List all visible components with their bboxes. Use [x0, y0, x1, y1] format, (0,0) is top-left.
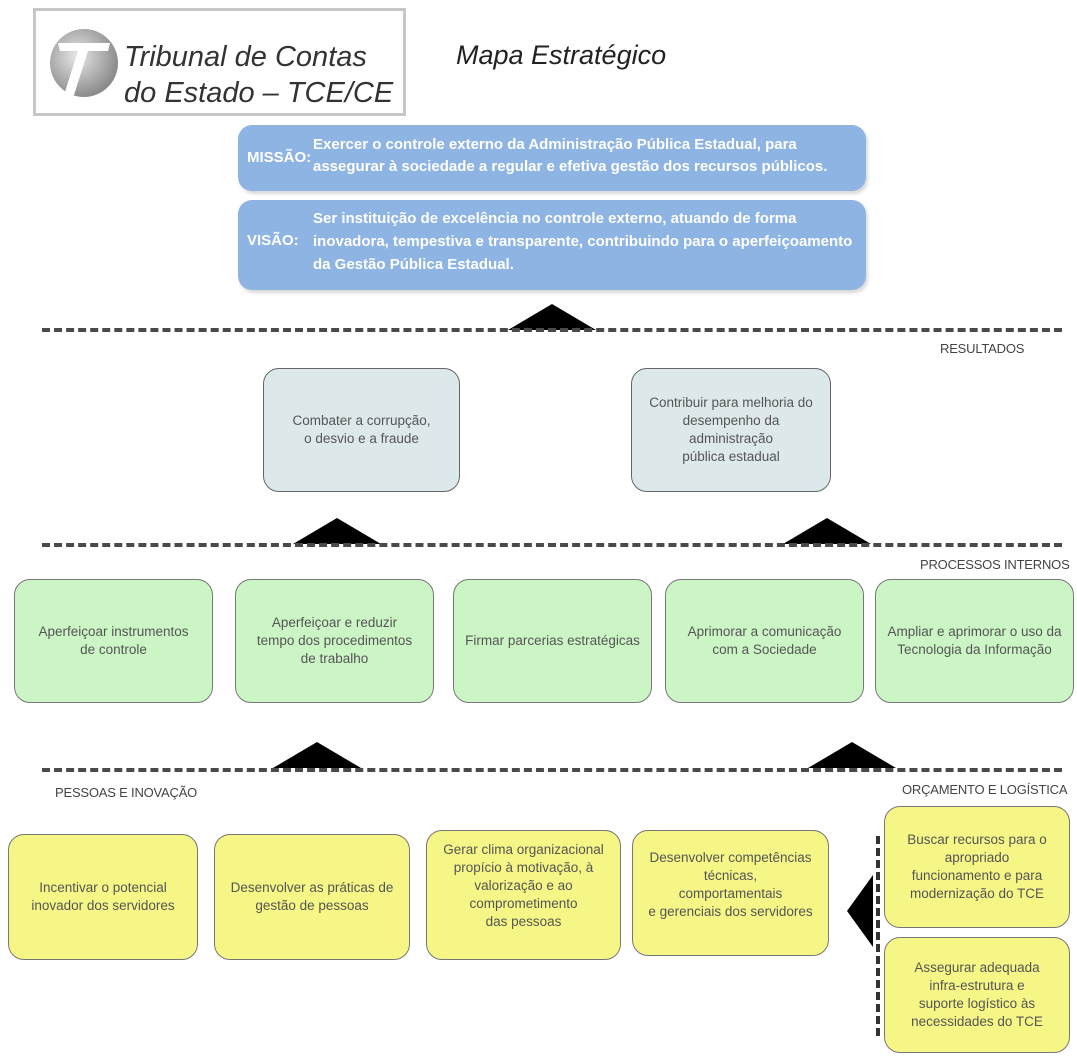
divider-resultados [42, 328, 1062, 332]
up-arrow-icon [783, 518, 871, 544]
budget-box-2: Assegurar adequada infra-estrutura e sup… [884, 937, 1070, 1053]
up-arrow-icon [273, 742, 361, 768]
page-title: Mapa Estratégico [456, 40, 667, 70]
process-box-5: Ampliar e aprimorar o uso da Tecnologia … [875, 579, 1074, 703]
process-box-3: Firmar parcerias estratégicas [453, 579, 652, 703]
result-box-1: Combater a corrupção, o desvio e a fraud… [263, 368, 460, 492]
tce-logo-icon [50, 29, 118, 97]
process-box-2: Aperfeiçoar e reduzir tempo dos procedim… [235, 579, 434, 703]
section-label-processos: PROCESSOS INTERNOS [920, 557, 1070, 572]
people-box-2: Desenvolver as práticas de gestão de pes… [214, 834, 410, 960]
divider-processos [42, 543, 1062, 547]
process-box-1: Aperfeiçoar instrumentos de controle [14, 579, 213, 703]
people-box-4: Desenvolver competências técnicas, compo… [632, 830, 829, 956]
up-arrow-icon [508, 304, 596, 330]
vision-band: VISÃO: Ser instituição de excelência no … [238, 200, 866, 290]
mission-text-line2: assegurar à sociedade a regular e efetiv… [313, 158, 828, 175]
budget-box-1: Buscar recursos para o apropriado funcio… [884, 806, 1070, 928]
people-box-3: Gerar clima organizacional propício à mo… [426, 830, 621, 960]
section-label-orcamento: ORÇAMENTO E LOGÍSTICA [902, 782, 1068, 797]
divider-pessoas [42, 768, 1062, 772]
vision-text-line2: inovadora, tempestiva e transparente, co… [313, 233, 853, 250]
logo-line1: Tribunal de Contas [124, 41, 367, 73]
mission-text-line1: Exercer o controle externo da Administra… [313, 136, 797, 153]
vision-text-line1: Ser instituição de excelência no control… [313, 210, 797, 227]
up-arrow-icon [808, 742, 896, 768]
logo-line2: do Estado – TCE/CE [124, 77, 394, 109]
logo-box: Tribunal de Contas do Estado – TCE/CE [33, 8, 406, 116]
section-label-pessoas: PESSOAS E INOVAÇÃO [55, 785, 198, 800]
mission-label: MISSÃO: [247, 149, 312, 166]
process-box-4: Aprimorar a comunicação com a Sociedade [665, 579, 864, 703]
left-arrow-icon [847, 875, 873, 947]
people-box-1: Incentivar o potencial inovador dos serv… [8, 834, 198, 960]
result-box-2: Contribuir para melhoria do desempenho d… [631, 368, 831, 492]
divider-orcamento [876, 836, 880, 1036]
section-label-resultados: RESULTADOS [940, 341, 1025, 356]
vision-label: VISÃO: [247, 232, 299, 249]
mission-band: MISSÃO: Exercer o controle externo da Ad… [238, 125, 866, 191]
vision-text-line3: da Gestão Pública Estadual. [313, 256, 514, 273]
up-arrow-icon [293, 518, 381, 544]
